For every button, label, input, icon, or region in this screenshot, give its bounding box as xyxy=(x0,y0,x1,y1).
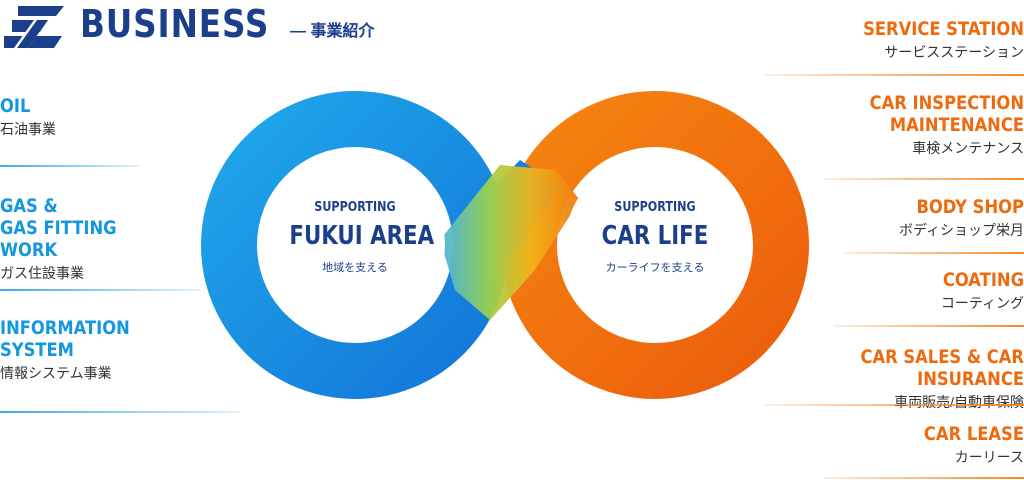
company-logo-icon xyxy=(4,6,64,48)
circle-car-life: SUPPORTING CAR LIFE カーライフを支える xyxy=(575,200,735,275)
business-item-label-ja: 車検メンテナンス xyxy=(912,140,1024,156)
business-item-label-en: CAR INSPECTION MAINTENANCE xyxy=(869,92,1024,136)
business-item-label-ja: カーリース xyxy=(954,449,1024,465)
circle-fukui-area: SUPPORTING FUKUI AREA 地域を支える xyxy=(275,200,435,275)
business-item-label-en: CAR SALES & CAR INSURANCE xyxy=(860,346,1024,390)
business-item-label-ja: 情報システム事業 xyxy=(0,365,112,381)
divider-line xyxy=(844,252,1024,254)
business-item-label-ja: 石油事業 xyxy=(0,121,56,137)
business-item-label-en: OIL xyxy=(0,95,31,117)
circle-main-label: FUKUI AREA xyxy=(289,221,435,251)
business-item-label-en: BODY SHOP xyxy=(916,196,1024,218)
business-item-label-ja: 車両販売/自動車保険 xyxy=(894,394,1024,410)
business-item-service-station[interactable]: SERVICE STATION サービスステーション xyxy=(764,18,1024,76)
business-item-car-inspection[interactable]: CAR INSPECTION MAINTENANCE 車検メンテナンス xyxy=(824,92,1024,180)
page-title: BUSINESS xyxy=(80,2,270,46)
divider-line xyxy=(0,289,200,291)
business-item-coating[interactable]: COATING コーティング xyxy=(834,269,1024,327)
business-item-car-sales[interactable]: CAR SALES & CAR INSURANCE 車両販売/自動車保険 xyxy=(764,346,1024,410)
business-item-car-lease[interactable]: CAR LEASE カーリース xyxy=(824,423,1024,479)
circle-main-label: CAR LIFE xyxy=(601,221,709,251)
business-item-information-system[interactable]: INFORMATION SYSTEM 情報システム事業 xyxy=(0,317,240,413)
business-item-label-en: INFORMATION SYSTEM xyxy=(0,317,130,361)
business-item-label-en: CAR LEASE xyxy=(923,423,1024,445)
business-item-gas[interactable]: GAS & GAS FITTING WORK ガス住設事業 xyxy=(0,195,200,291)
business-item-label-ja: ガス住設事業 xyxy=(0,265,84,281)
business-item-label-en: GAS & GAS FITTING WORK xyxy=(0,195,117,261)
business-item-label-en: COATING xyxy=(942,269,1024,291)
circle-jp-label: 地域を支える xyxy=(322,262,388,274)
business-item-body-shop[interactable]: BODY SHOP ボディショップ栄月 xyxy=(844,196,1024,254)
divider-line xyxy=(824,178,1024,180)
business-item-label-en: SERVICE STATION xyxy=(863,18,1024,40)
section-header: BUSINESS — 事業紹介 xyxy=(0,0,460,52)
divider-line xyxy=(0,411,240,413)
divider-line xyxy=(0,165,140,167)
business-item-label-ja: コーティング xyxy=(940,295,1024,311)
business-item-label-ja: ボディショップ栄月 xyxy=(898,222,1024,238)
circle-supporting-label: SUPPORTING xyxy=(314,200,396,215)
business-item-oil[interactable]: OIL 石油事業 xyxy=(0,95,140,167)
circle-jp-label: カーライフを支える xyxy=(605,262,705,274)
divider-line xyxy=(824,477,1024,479)
business-item-label-ja: サービスステーション xyxy=(884,44,1024,60)
divider-line xyxy=(834,325,1024,327)
page-subtitle: — 事業紹介 xyxy=(290,23,375,40)
divider-line xyxy=(764,404,1024,406)
infinity-loop-graphic xyxy=(201,91,809,399)
divider-line xyxy=(764,74,1024,76)
circle-supporting-label: SUPPORTING xyxy=(614,200,696,215)
